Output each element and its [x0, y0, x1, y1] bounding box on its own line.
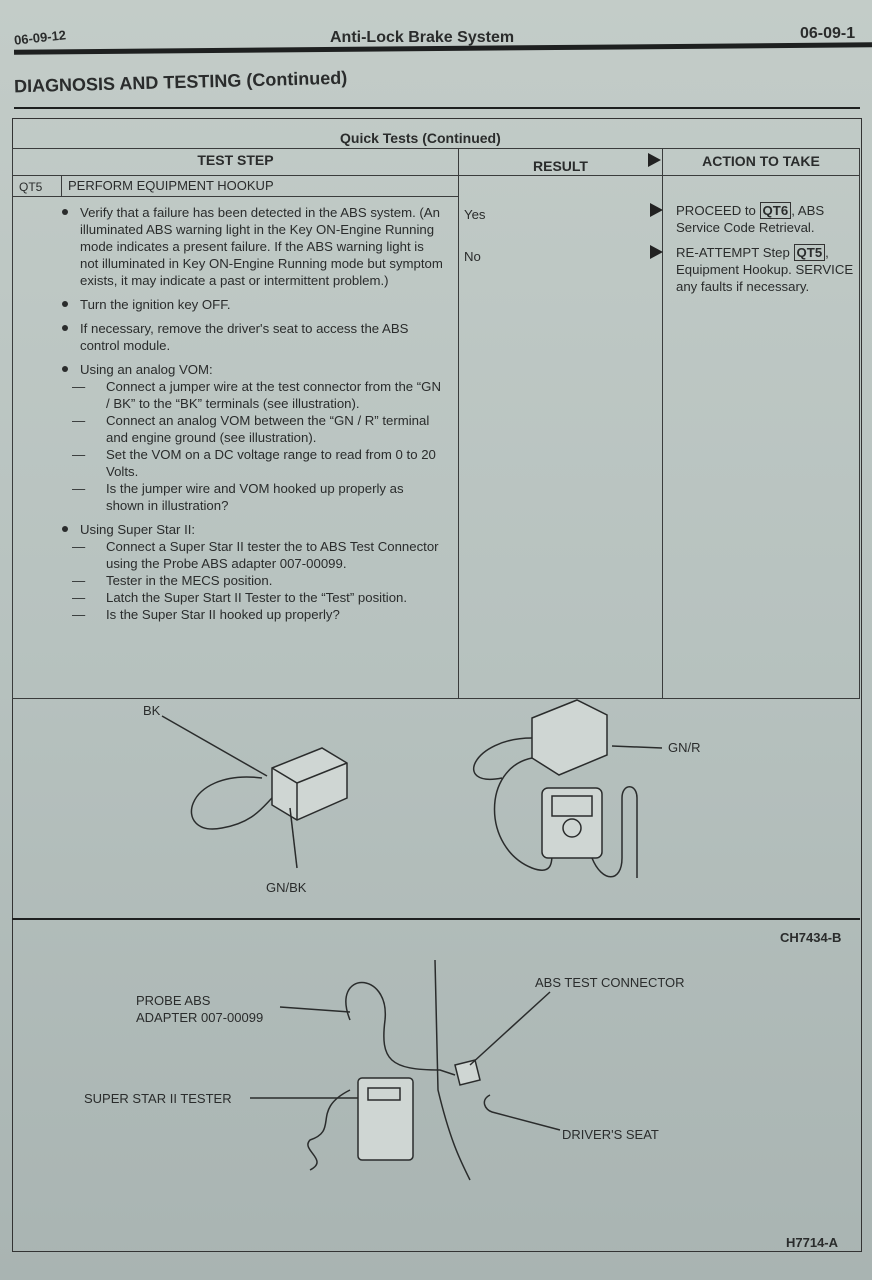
sub-item: Set the VOM on a DC voltage range to rea…: [58, 446, 443, 480]
result-no: No: [464, 249, 481, 264]
arrow-icon: [648, 153, 661, 167]
sub-item: Is the Super Star II hooked up properly?: [58, 606, 443, 623]
section-title: DIAGNOSIS AND TESTING (Continued): [13, 67, 348, 97]
test-step-instructions: Verify that a failure has been detected …: [58, 204, 443, 623]
bullet-label: Using Super Star II:: [80, 522, 196, 537]
bullet-item: Using Super Star II:: [58, 521, 443, 538]
sub-item: Connect a Super Star II tester the to AB…: [58, 538, 443, 572]
bullet-item: Using an analog VOM:: [58, 361, 443, 378]
arrow-icon: [650, 203, 663, 217]
page-number-left: 06-09-12: [13, 27, 67, 48]
label-gn-bk: GN/BK: [266, 880, 307, 895]
bullet-item: Turn the ignition key OFF.: [58, 296, 443, 313]
label-drivers-seat: DRIVER'S SEAT: [562, 1127, 659, 1142]
result-label: RESULT: [533, 158, 588, 174]
step-id-cell: QT5: [12, 175, 62, 197]
step-reference: QT6: [759, 202, 792, 219]
action-yes: PROCEED to QT6, ABS Service Code Retriev…: [676, 202, 825, 235]
running-header-title: Anti-Lock Brake System: [330, 29, 515, 46]
action-body: [662, 175, 860, 699]
label-gn-r: GN/R: [668, 740, 701, 755]
column-header-test-step: TEST STEP: [12, 148, 459, 176]
label-super-star-tester: SUPER STAR II TESTER: [84, 1091, 232, 1106]
section-rule: [14, 107, 860, 109]
super-star-ii-illustration: [250, 960, 561, 1181]
jumper-vom-illustration: [161, 699, 663, 878]
bullet-label: Using an analog VOM:: [80, 362, 213, 377]
column-header-action: ACTION TO TAKE: [662, 148, 860, 176]
label-abs-test-connector: ABS TEST CONNECTOR: [535, 975, 685, 990]
sub-item: Connect an analog VOM between the “GN / …: [58, 412, 443, 446]
table-caption: Quick Tests (Continued): [340, 130, 501, 146]
figure-id: H7714-A: [786, 1235, 839, 1250]
arrow-icon: [650, 245, 663, 259]
result-yes: Yes: [464, 207, 486, 222]
step-reference: QT5: [793, 244, 826, 261]
figure-divider: [12, 918, 860, 920]
sub-item: Tester in the MECS position.: [58, 572, 443, 589]
page-number-right: 06-09-1: [800, 25, 856, 42]
result-body: [451, 175, 663, 699]
column-header-result: RESULT: [458, 148, 663, 176]
label-bk: BK: [143, 703, 161, 718]
bullet-item: Verify that a failure has been detected …: [58, 204, 443, 289]
figure-id: CH7434-B: [780, 930, 842, 945]
bullet-item: If necessary, remove the driver's seat t…: [58, 320, 443, 354]
sub-item: Latch the Super Start II Tester to the “…: [58, 589, 443, 606]
sub-item: Connect a jumper wire at the test connec…: [58, 378, 443, 412]
action-no: RE-ATTEMPT Step QT5, Equipment Hookup. S…: [676, 244, 854, 294]
sub-item: Is the jumper wire and VOM hooked up pro…: [58, 480, 443, 514]
test-step-body: [12, 196, 459, 699]
step-title-cell: PERFORM EQUIPMENT HOOKUP: [61, 175, 459, 197]
